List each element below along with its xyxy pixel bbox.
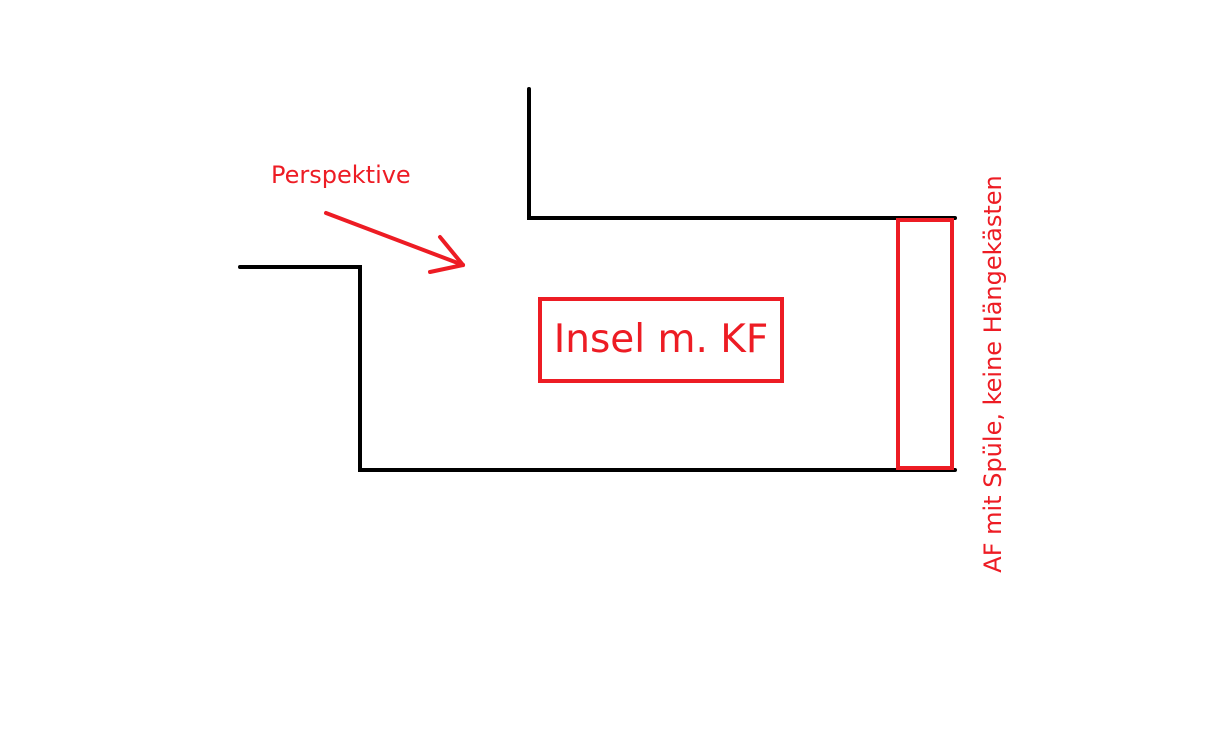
arrow-icon: [324, 211, 465, 274]
counter-label: AF mit Spüle, keine Hängekästen: [979, 175, 1007, 573]
wall-top: [527, 87, 957, 220]
wall-left: [238, 265, 957, 472]
island-box: [538, 297, 784, 383]
island-label: Insel m. KF: [553, 317, 769, 362]
perspective-label: Perspektive: [271, 161, 411, 189]
annotations: [324, 211, 954, 470]
walls: [238, 87, 957, 472]
counter-box: [896, 218, 954, 470]
